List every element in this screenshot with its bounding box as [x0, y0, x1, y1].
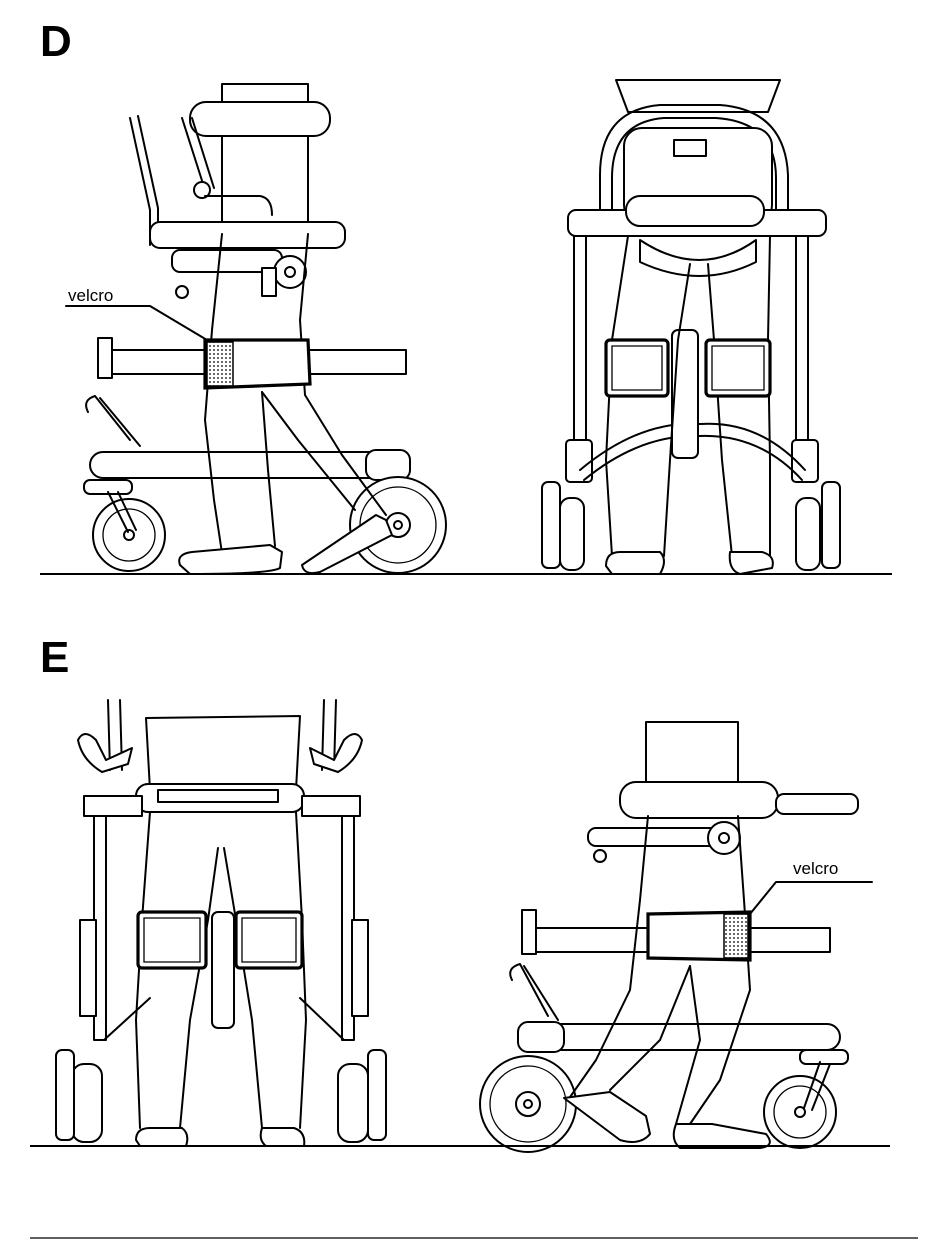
figure-d-front-view [542, 80, 840, 574]
figure-d-side-view [66, 84, 446, 574]
figure-e-front-view [56, 700, 386, 1146]
figure-e-side-view [480, 722, 872, 1152]
